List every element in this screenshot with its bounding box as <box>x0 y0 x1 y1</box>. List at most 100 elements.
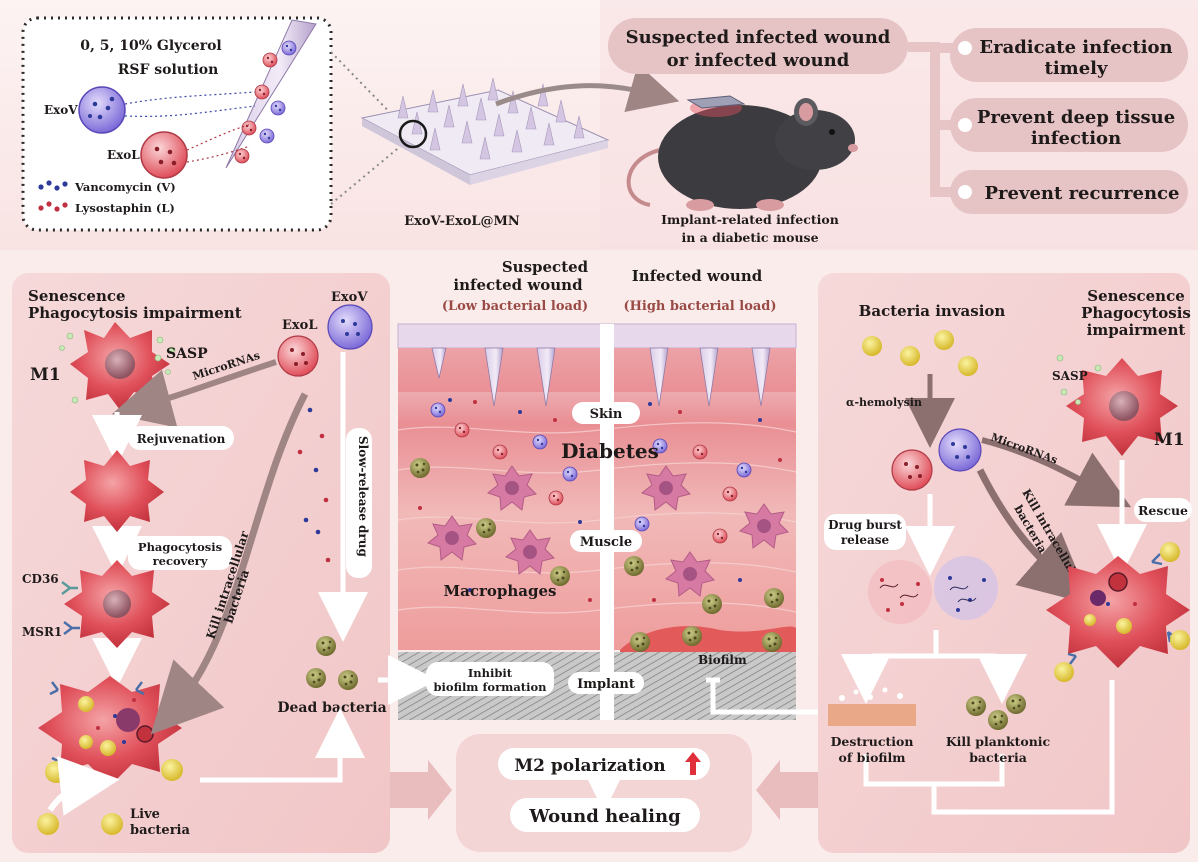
hemolysin-label: α-hemolysin <box>846 396 922 409</box>
vancomycin-legend-dots <box>38 180 68 191</box>
patch-to-mouse-arrow <box>495 63 680 112</box>
msr1-receptor-icon <box>63 621 80 635</box>
svg-text:Wound healing: Wound healing <box>528 806 681 827</box>
muscle-pill: Muscle <box>570 530 642 552</box>
right-sasp-label: SASP <box>1052 369 1088 383</box>
left-title-1: Senescence <box>28 287 126 305</box>
materials-inset <box>21 16 333 232</box>
center-right-load: (High bacterial load) <box>623 299 776 314</box>
dead-bacteria-label: Dead bacteria <box>277 700 386 716</box>
rescue-pill: Rescue <box>1134 498 1192 522</box>
wound-healing-pill: Wound healing <box>510 798 700 832</box>
cd36-label: CD36 <box>22 572 59 586</box>
right-rescued-macrophage <box>1046 556 1190 668</box>
outcome-eradicate: Eradicate infection timely <box>950 28 1188 82</box>
svg-text:Muscle: Muscle <box>580 535 632 550</box>
bacteria-invasion-label: Bacteria invasion <box>859 302 1006 320</box>
right-senescence-3: impairment <box>1087 321 1186 339</box>
right-sasp-dots <box>1056 354 1102 405</box>
outcome-prevent-deep: Prevent deep tissue infection <box>950 98 1188 152</box>
burst-exosomes <box>868 556 998 624</box>
drug-burst-pill: Drug burst release <box>824 514 906 550</box>
live-label-2: bacteria <box>130 823 190 838</box>
left-kill-arrow <box>150 392 309 735</box>
center-left-load: (Low bacterial load) <box>442 299 588 314</box>
left-exov <box>327 304 373 350</box>
right-m1-macrophage <box>1066 358 1178 456</box>
svg-text:Phagocytosis: Phagocytosis <box>138 540 222 554</box>
left-exov-label: ExoV <box>331 290 368 305</box>
solution-label-2: RSF solution <box>118 62 219 78</box>
svg-text:Rescue: Rescue <box>1138 503 1188 518</box>
left-title-2: Phagocytosis impairment <box>28 304 242 322</box>
slow-release-pill <box>346 428 372 578</box>
kill-planktonic-label-1: Kill planktonic <box>946 734 1051 749</box>
svg-text:Implant: Implant <box>577 677 635 692</box>
lysostaphin-label: Lysostaphin (L) <box>75 201 175 215</box>
sasp-label: SASP <box>166 346 208 362</box>
destruction-label-2: of biofilm <box>839 750 906 765</box>
biofilm-label: Biofilm <box>698 653 747 667</box>
exol-label: ExoL <box>107 148 140 162</box>
left-exol-label: ExoL <box>282 318 317 333</box>
vancomycin-label: Vancomycin (V) <box>74 180 176 194</box>
wound-box <box>608 18 908 74</box>
svg-text:timely: timely <box>1045 58 1108 79</box>
wound-box-line-2: or infected wound <box>667 50 850 71</box>
svg-text:Eradicate infection: Eradicate infection <box>979 37 1172 58</box>
macrophages-label: Macrophages <box>444 582 557 600</box>
svg-text:recovery: recovery <box>153 554 208 568</box>
inhibit-biofilm-pill: Inhibit biofilm formation <box>426 662 554 696</box>
exov-label: ExoV <box>44 103 78 117</box>
right-m1-label: M1 <box>1154 430 1185 450</box>
svg-text:Prevent deep tissue: Prevent deep tissue <box>977 107 1175 128</box>
diabetes-label: Diabetes <box>561 439 659 463</box>
phagocytosis-recovery-pill: Phagocytosis recovery <box>128 536 232 570</box>
svg-text:biofilm formation: biofilm formation <box>434 680 548 694</box>
lysostaphin-legend-dots <box>38 201 68 212</box>
exov-vesicle <box>78 86 126 134</box>
cd36-receptor-icon <box>61 581 78 595</box>
up-arrow-icon <box>685 752 701 775</box>
right-bacteria <box>1054 542 1190 682</box>
right-exov <box>938 428 982 472</box>
svg-text:release: release <box>841 533 890 547</box>
kill-planktonic-label-2: bacteria <box>969 750 1027 765</box>
center-left-header-2: infected wound <box>453 276 583 294</box>
exol-vesicle <box>140 131 188 179</box>
destruction-label-1: Destruction <box>831 734 914 749</box>
svg-text:M2 polarization: M2 polarization <box>514 756 665 776</box>
recovered-macrophage <box>64 560 170 648</box>
microneedle-patch <box>360 77 610 185</box>
svg-text:Rejuvenation: Rejuvenation <box>137 432 226 446</box>
right-big-arrow <box>756 760 818 820</box>
right-exol <box>891 449 933 491</box>
skin-pill: Skin <box>572 402 640 424</box>
solution-label-1: 0, 5, 10% Glycerol <box>80 38 222 54</box>
live-label-1: Live <box>130 807 160 822</box>
center-right-header: Infected wound <box>632 267 763 285</box>
rejuvenated-macrophage <box>70 450 164 532</box>
svg-text:Inhibit: Inhibit <box>468 666 513 680</box>
right-senescence-1: Senescence <box>1087 287 1185 305</box>
patch-label: ExoV-ExoL@MN <box>404 214 520 229</box>
slow-release-label: Slow-release drug <box>356 436 370 557</box>
drug-dots <box>297 407 331 563</box>
m1-label: M1 <box>30 365 61 385</box>
msr1-label: MSR1 <box>22 625 62 639</box>
svg-text:infection: infection <box>1031 128 1121 149</box>
left-exol <box>277 335 319 377</box>
invading-bacteria <box>862 330 978 376</box>
svg-text:Skin: Skin <box>590 407 623 422</box>
mouse-caption-1: Implant-related infection <box>661 212 839 227</box>
svg-text:Prevent recurrence: Prevent recurrence <box>985 183 1180 204</box>
center-left-header-1: Suspected <box>502 258 589 276</box>
outcome-prevent-recurrence: Prevent recurrence <box>950 170 1188 214</box>
left-big-arrow <box>390 760 452 820</box>
rejuvenation-pill: Rejuvenation <box>128 426 234 450</box>
m2-pill: M2 polarization <box>498 748 710 780</box>
implant-pill: Implant <box>568 672 644 694</box>
tissue-cross-section <box>397 323 797 720</box>
